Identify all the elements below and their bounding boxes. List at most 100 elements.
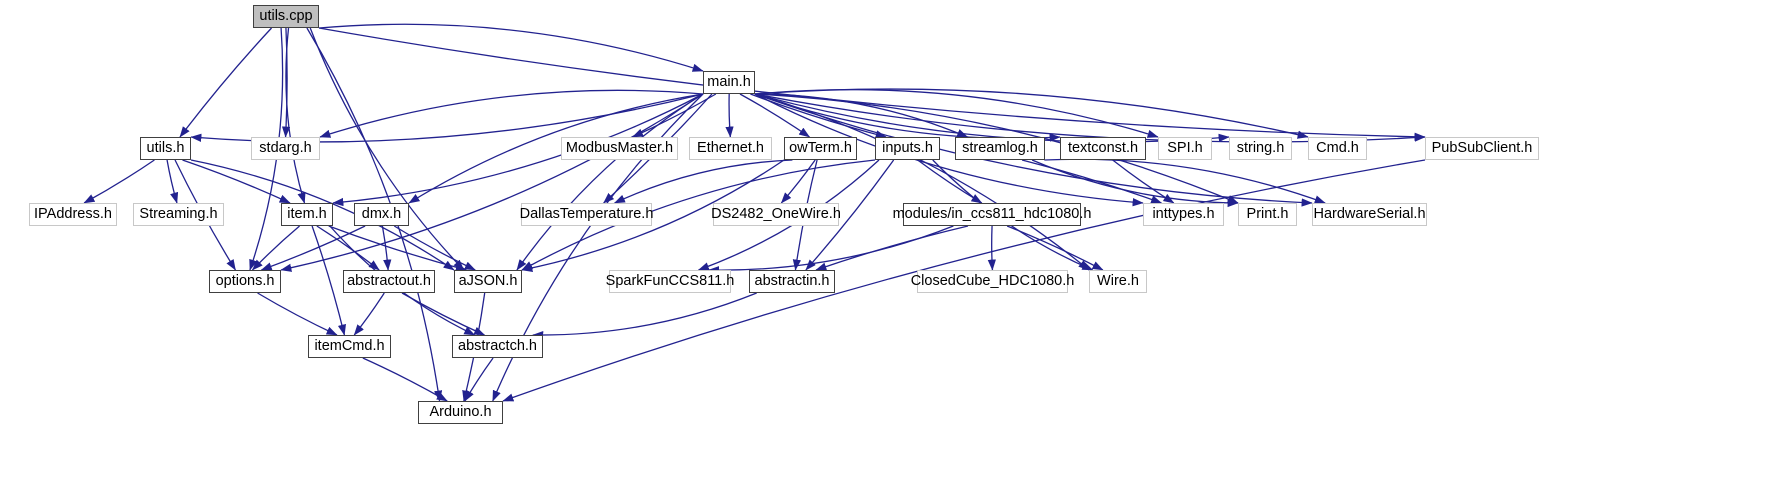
edge-utils-cpp-to-stdarg-h bbox=[281, 27, 291, 138]
edge-owterm-h-to-ajson-h bbox=[521, 159, 785, 273]
node-owterm-h[interactable]: owTerm.h bbox=[784, 137, 857, 160]
node-label: options.h bbox=[215, 273, 275, 290]
edge-utils-cpp-to-utils-h bbox=[179, 27, 273, 138]
node-label: Streaming.h bbox=[139, 206, 218, 223]
node-label: string.h bbox=[1236, 140, 1285, 157]
node-label: Ethernet.h bbox=[697, 140, 764, 157]
node-wire-h[interactable]: Wire.h bbox=[1089, 270, 1147, 293]
node-label: inputs.h bbox=[882, 140, 933, 157]
node-cmd-h[interactable]: Cmd.h bbox=[1308, 137, 1367, 160]
node-abstractch[interactable]: abstractch.h bbox=[452, 335, 543, 358]
edge-streamlog-h-to-print-h bbox=[1031, 159, 1239, 208]
node-closedcube[interactable]: ClosedCube_HDC1080.h bbox=[911, 270, 1074, 293]
edge-utils-cpp-to-ajson-h bbox=[309, 27, 465, 271]
edge-inputs-h-to-abstractin bbox=[805, 159, 895, 271]
edge-in-ccs811-to-abstractin bbox=[815, 225, 969, 271]
node-label: inttypes.h bbox=[1152, 206, 1215, 223]
edge-utils-h-to-streaming-h bbox=[166, 159, 179, 204]
node-arduino-h[interactable]: Arduino.h bbox=[418, 401, 503, 424]
node-label: ModbusMaster.h bbox=[565, 140, 674, 157]
node-ethernet-h[interactable]: Ethernet.h bbox=[689, 137, 772, 160]
node-label: IPAddress.h bbox=[34, 206, 112, 223]
edge-item-h-to-ajson-h bbox=[328, 225, 467, 272]
edge-main-h-to-item-h bbox=[332, 93, 704, 207]
node-label: itemCmd.h bbox=[314, 338, 385, 355]
node-ajson-h[interactable]: aJSON.h bbox=[454, 270, 522, 293]
edge-main-h-to-options-h bbox=[280, 93, 704, 272]
node-textconst-h[interactable]: textconst.h bbox=[1060, 137, 1146, 160]
edge-owterm-h-to-ds2482 bbox=[780, 159, 816, 204]
node-utils-h[interactable]: utils.h bbox=[140, 137, 191, 160]
edge-streamlog-h-to-hardwareser bbox=[1044, 158, 1326, 204]
edge-abstractin-to-abstractch bbox=[532, 292, 757, 340]
node-label: ClosedCube_HDC1080.h bbox=[910, 273, 1075, 290]
edge-options-h-to-itemcmd-h bbox=[257, 292, 338, 336]
node-label: Print.h bbox=[1246, 206, 1289, 223]
node-inputs-h[interactable]: inputs.h bbox=[875, 137, 940, 160]
edge-utils-cpp-to-item-h bbox=[285, 27, 306, 204]
node-pubsubclient[interactable]: PubSubClient.h bbox=[1425, 137, 1539, 160]
edge-main-h-to-cmd-h bbox=[754, 88, 1309, 139]
node-in-ccs811[interactable]: modules/in_ccs811_hdc1080.h bbox=[893, 203, 1091, 226]
node-label: Wire.h bbox=[1097, 273, 1139, 290]
node-dmx-h[interactable]: dmx.h bbox=[354, 203, 409, 226]
node-label: abstractch.h bbox=[458, 338, 537, 355]
node-abstractin[interactable]: abstractin.h bbox=[749, 270, 835, 293]
edge-item-h-to-options-h bbox=[251, 225, 300, 271]
node-label: DallasTemperature.h bbox=[519, 206, 654, 223]
edge-main-h-to-stdarg-h bbox=[319, 89, 704, 138]
node-label: Arduino.h bbox=[429, 404, 492, 421]
node-ipaddress-h[interactable]: IPAddress.h bbox=[29, 203, 117, 226]
edge-item-h-to-abstractout bbox=[316, 225, 380, 271]
edge-main-h-to-hardwareser bbox=[754, 93, 1313, 207]
node-label: owTerm.h bbox=[789, 140, 852, 157]
node-ds2482[interactable]: DS2482_OneWire.h bbox=[711, 203, 841, 226]
edge-main-h-to-spi-h bbox=[754, 88, 1159, 138]
node-string-h[interactable]: string.h bbox=[1229, 137, 1292, 160]
node-inttypes-h[interactable]: inttypes.h bbox=[1143, 203, 1224, 226]
edge-main-h-to-ajson-h bbox=[516, 93, 704, 271]
edge-itemcmd-h-to-arduino-h bbox=[362, 357, 448, 402]
edge-inputs-h-to-ajson-h bbox=[521, 159, 876, 271]
node-streamlog-h[interactable]: streamlog.h bbox=[955, 137, 1045, 160]
node-label: Cmd.h bbox=[1316, 140, 1359, 157]
edge-utils-h-to-ipaddress-h bbox=[83, 159, 155, 204]
edge-dmx-h-to-options-h bbox=[260, 225, 366, 271]
edge-abstractout-to-itemcmd-h bbox=[353, 292, 385, 336]
edge-item-h-to-itemcmd-h bbox=[311, 225, 346, 336]
node-label: utils.h bbox=[146, 140, 185, 157]
edge-streamlog-h-to-inttypes-h bbox=[1021, 159, 1163, 204]
node-utils-cpp[interactable]: utils.cpp bbox=[253, 5, 319, 28]
node-hardwareser[interactable]: HardwareSerial.h bbox=[1312, 203, 1427, 226]
edge-main-h-to-print-h bbox=[754, 93, 1239, 204]
edge-main-h-to-streamlog-h bbox=[754, 93, 969, 138]
edge-utils-h-to-ajson-h bbox=[190, 159, 455, 271]
edge-textconst-h-to-inttypes-h bbox=[1112, 159, 1175, 204]
edge-main-h-to-inttypes-h bbox=[754, 93, 1144, 207]
node-label: stdarg.h bbox=[259, 140, 312, 157]
node-label: abstractout.h bbox=[347, 273, 431, 290]
edge-utils-cpp-to-main-h bbox=[318, 23, 704, 72]
node-label: DS2482_OneWire.h bbox=[711, 206, 841, 223]
node-stdarg-h[interactable]: stdarg.h bbox=[251, 137, 320, 160]
node-label: main.h bbox=[707, 74, 751, 91]
edge-dmx-h-to-ajson-h bbox=[393, 225, 476, 271]
node-print-h[interactable]: Print.h bbox=[1238, 203, 1297, 226]
node-options-h[interactable]: options.h bbox=[209, 270, 281, 293]
node-item-h[interactable]: item.h bbox=[281, 203, 333, 226]
node-itemcmd-h[interactable]: itemCmd.h bbox=[308, 335, 391, 358]
node-label: textconst.h bbox=[1067, 140, 1139, 157]
node-label: utils.cpp bbox=[259, 8, 313, 25]
node-streaming-h[interactable]: Streaming.h bbox=[133, 203, 224, 226]
node-main-h[interactable]: main.h bbox=[703, 71, 755, 94]
node-dallastemp[interactable]: DallasTemperature.h bbox=[519, 203, 654, 226]
edge-dmx-h-to-abstractout bbox=[381, 225, 392, 271]
node-abstractout[interactable]: abstractout.h bbox=[343, 270, 435, 293]
node-spi-h[interactable]: SPI.h bbox=[1158, 137, 1212, 160]
node-label: HardwareSerial.h bbox=[1313, 206, 1426, 223]
node-sparkfun[interactable]: SparkFunCCS811.h bbox=[606, 270, 734, 293]
edge-main-h-to-utils-h bbox=[190, 93, 704, 143]
node-modbusmaster[interactable]: ModbusMaster.h bbox=[561, 137, 678, 160]
